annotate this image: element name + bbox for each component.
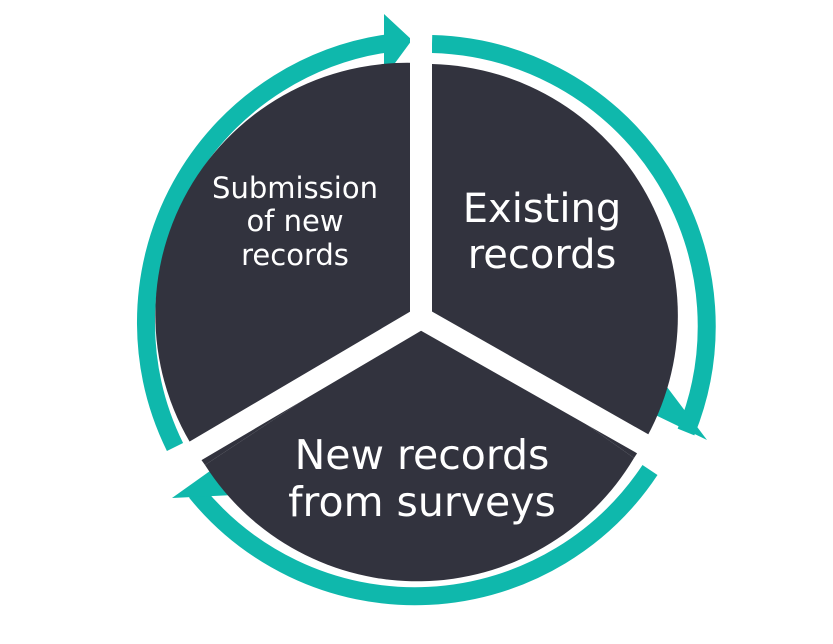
cycle-arrow-arc-surveys [189, 465, 658, 606]
segment-existing-records [432, 64, 678, 458]
label-submission-of-new-records: Submission of new records [212, 171, 378, 272]
segment-divider-left [174, 308, 427, 470]
label-new-records-from-surveys: New records from surveys [288, 431, 556, 527]
cycle-arrowhead-submission [384, 14, 412, 78]
cycle-arrow-arc-submission [137, 33, 399, 451]
segment-submission-of-new-records [155, 62, 433, 465]
segment-new-records-from-surveys [205, 315, 634, 582]
segment-divider-right [415, 308, 686, 475]
cycle-arrow-arc-existing [431, 35, 716, 436]
label-existing-records: Existing records [462, 186, 622, 278]
